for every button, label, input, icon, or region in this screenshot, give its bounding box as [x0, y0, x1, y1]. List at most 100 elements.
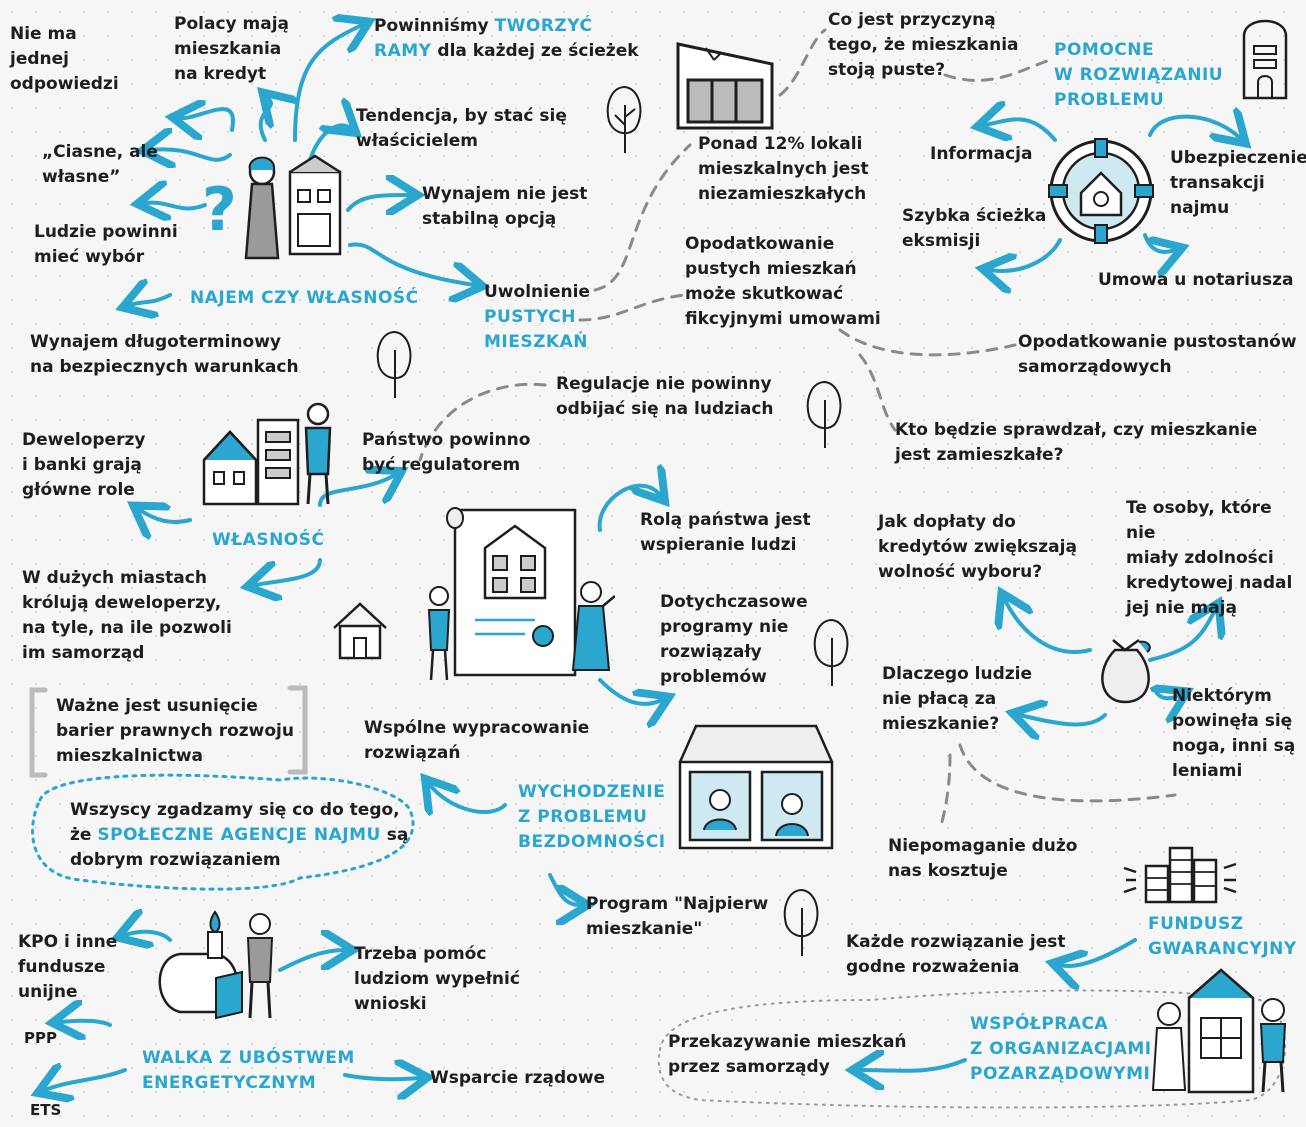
people-choice-text: Ludzie powinni mieć wybór: [34, 222, 178, 267]
programs-text: Dotychczasowe programy nie rozwiązały pr…: [660, 592, 808, 687]
agencies-cloud: [31, 773, 415, 891]
ets-text: ETS: [30, 1101, 62, 1119]
scroll-people-illustration: [427, 507, 615, 681]
coin-stacks-icon: [1123, 846, 1237, 904]
woman-question-house-illustration: ?: [202, 154, 342, 260]
dash-regulations-to-regulator: [418, 382, 547, 462]
kpo-funds-text: KPO i inne fundusze unijne: [18, 932, 118, 1002]
cause-question-text: Co jest przyczyną tego, że mieszkania st…: [828, 10, 1019, 80]
arrow-to-credit: [261, 98, 271, 142]
guarantee-fund-title: FUNDUSZ GWARANCYJNY: [1148, 914, 1297, 959]
joint-solutions-text: Wspólne wypracowanie rozwiązań: [364, 718, 590, 763]
notary-text: Umowa u notariusza: [1098, 270, 1294, 290]
flat-transfer-text: Przekazywanie mieszkań przez samorządy: [668, 1032, 907, 1077]
ownership-tendency-text: Tendencja, by stać się właścicielem: [356, 106, 567, 151]
arrow-to-choice: [145, 203, 207, 209]
rent-not-stable-text: Wynajem nie jest stabilną opcją: [422, 184, 588, 229]
slipped-text: Niektórym powinęła się noga, inni są len…: [1172, 686, 1296, 781]
who-checks-text: Kto będzie sprawdzał, czy mieszkanie jes…: [895, 420, 1258, 465]
state-regulator-text: Państwo powinno być regulatorem: [362, 430, 531, 475]
small-house-icon: [333, 602, 387, 660]
arrow-to-ets: [45, 1070, 127, 1090]
local-tax-text: Opodatkowanie pustostanów samorządowych: [1018, 332, 1297, 377]
every-solution-text: Każde rozwiązanie jest godne rozważenia: [846, 932, 1066, 977]
tree-icon-3: [806, 380, 842, 448]
arrow-to-no-credit: [1148, 610, 1215, 662]
dash-why-to-notpaying: [938, 753, 952, 832]
arrow-to-transfer: [860, 1060, 967, 1071]
gov-support-text: Wsparcie rządowe: [430, 1068, 606, 1088]
frames-highlight-2: RAMY: [374, 41, 432, 61]
tower-house-icon: [1242, 19, 1288, 100]
release-pre: Uwolnienie: [484, 282, 590, 302]
rental-or-ownership-title: NAJEM CZY WŁASNOŚĆ: [190, 288, 419, 308]
big-cities-text: W dużych miastach królują deweloperzy, n…: [22, 568, 232, 663]
arrow-to-insurance: [1148, 117, 1240, 138]
housing-first-text: Program "Najpierw mieszkanie": [586, 894, 769, 939]
insurance-text: Ubezpieczenie transakcji najmu: [1170, 148, 1306, 218]
information-text: Informacja: [930, 144, 1033, 164]
tree-icon-5: [783, 888, 819, 956]
empty-building-illustration: [676, 42, 774, 130]
regulations-text: Regulacje nie powinny odbijać się na lud…: [556, 374, 774, 419]
tree-icon-4: [813, 618, 849, 686]
arrow-to-big-cities: [255, 558, 322, 585]
money-bag-icon: [1101, 638, 1151, 704]
arrow-to-slipped: [1155, 690, 1180, 698]
arrow-to-programs: [598, 678, 662, 704]
arrow-to-kpo: [125, 932, 172, 940]
eviction-text: Szybka ścieżka eksmisji: [902, 206, 1047, 251]
help-forms-text: Trzeba pomóc ludziom wypełnić wnioski: [354, 944, 520, 1014]
ppp-text: PPP: [24, 1029, 57, 1047]
arrow-to-why-not-pay: [1020, 715, 1107, 724]
dash-question-to-helpful: [943, 58, 1052, 82]
arrow-to-housing-first: [548, 873, 580, 905]
developers-banks-text: Deweloperzy i banki grają główne role: [22, 430, 146, 500]
dash-release-to-over12: [593, 143, 692, 292]
over-12-percent-text: Ponad 12% lokali mieszkalnych jest nieza…: [698, 134, 869, 204]
frames-post: dla każdej ze ścieżek: [431, 41, 639, 61]
arrow-to-regulator: [318, 475, 395, 507]
dash-why-to-slipped: [958, 743, 1177, 803]
poles-have-credit-text: Polacy mają mieszkania na kredyt: [174, 14, 289, 84]
arrow-to-support: [597, 486, 660, 532]
arrow-to-developers: [140, 510, 192, 522]
frames-highlight-1: TWORZYĆ: [494, 16, 593, 36]
arrow-to-cramped: [150, 149, 232, 160]
arrow-to-frames: [293, 25, 362, 142]
arrow-to-information: [985, 119, 1057, 140]
arrow-to-joint: [430, 785, 507, 812]
frames-text: Powinniśmy TWORZYĆ RAMY dla każdej ze ści…: [374, 14, 639, 64]
tree-icon-1: [606, 85, 642, 153]
agencies-post: są dobrym rozwiązaniem: [70, 825, 409, 870]
arrow-to-rent-stable: [346, 195, 410, 210]
long-term-rent-text: Wynajem długoterminowy na bezpiecznych w…: [30, 332, 299, 377]
houses-man-illustration: [202, 402, 332, 506]
dash-building-to-question: [778, 28, 827, 97]
no-credit-text: Te osoby, które nie miały zdolności kred…: [1126, 498, 1293, 618]
arrow-to-no-single-answer: [180, 109, 236, 130]
arrow-to-every-solution: [1060, 938, 1137, 966]
arrow-to-eviction: [990, 238, 1062, 271]
state-support-text: Rolą państwa jest wspieranie ludzi: [640, 510, 811, 555]
bracket-right: [287, 685, 308, 775]
windows-people-illustration: [678, 724, 834, 850]
agencies-pre: Wszyscy zgadzamy się co do tego, że: [70, 800, 400, 845]
arrow-to-tendency: [308, 125, 350, 162]
arrow-to-longterm: [130, 295, 172, 305]
dash-tax-to-local: [838, 328, 1017, 357]
arrow-to-surcharges: [1005, 600, 1092, 654]
arrow-to-notary: [1143, 233, 1175, 252]
tree-icon-2: [376, 330, 412, 398]
homelessness-title: WYCHODZENIE Z PROBLEMU BEZDOMNOŚCI: [518, 782, 666, 852]
helpful-title: POMOCNE W ROZWIĄZANIU PROBLEMU: [1054, 40, 1224, 110]
release-highlight: PUSTYCH MIESZKAŃ: [484, 307, 588, 352]
ngo-cooperation-title: WSPÓŁPRACA Z ORGANIZACJAMI POZARZĄDOWYMI: [970, 1014, 1152, 1084]
why-not-pay-text: Dlaczego ludzie nie płacą za mieszkanie?: [882, 664, 1033, 734]
arrow-to-help-forms: [278, 950, 345, 972]
frames-pre: Powinniśmy: [374, 16, 495, 36]
social-agencies-text: Wszyscy zgadzamy się co do tego, że SPOŁ…: [70, 798, 408, 873]
svg-text:?: ?: [202, 175, 237, 245]
